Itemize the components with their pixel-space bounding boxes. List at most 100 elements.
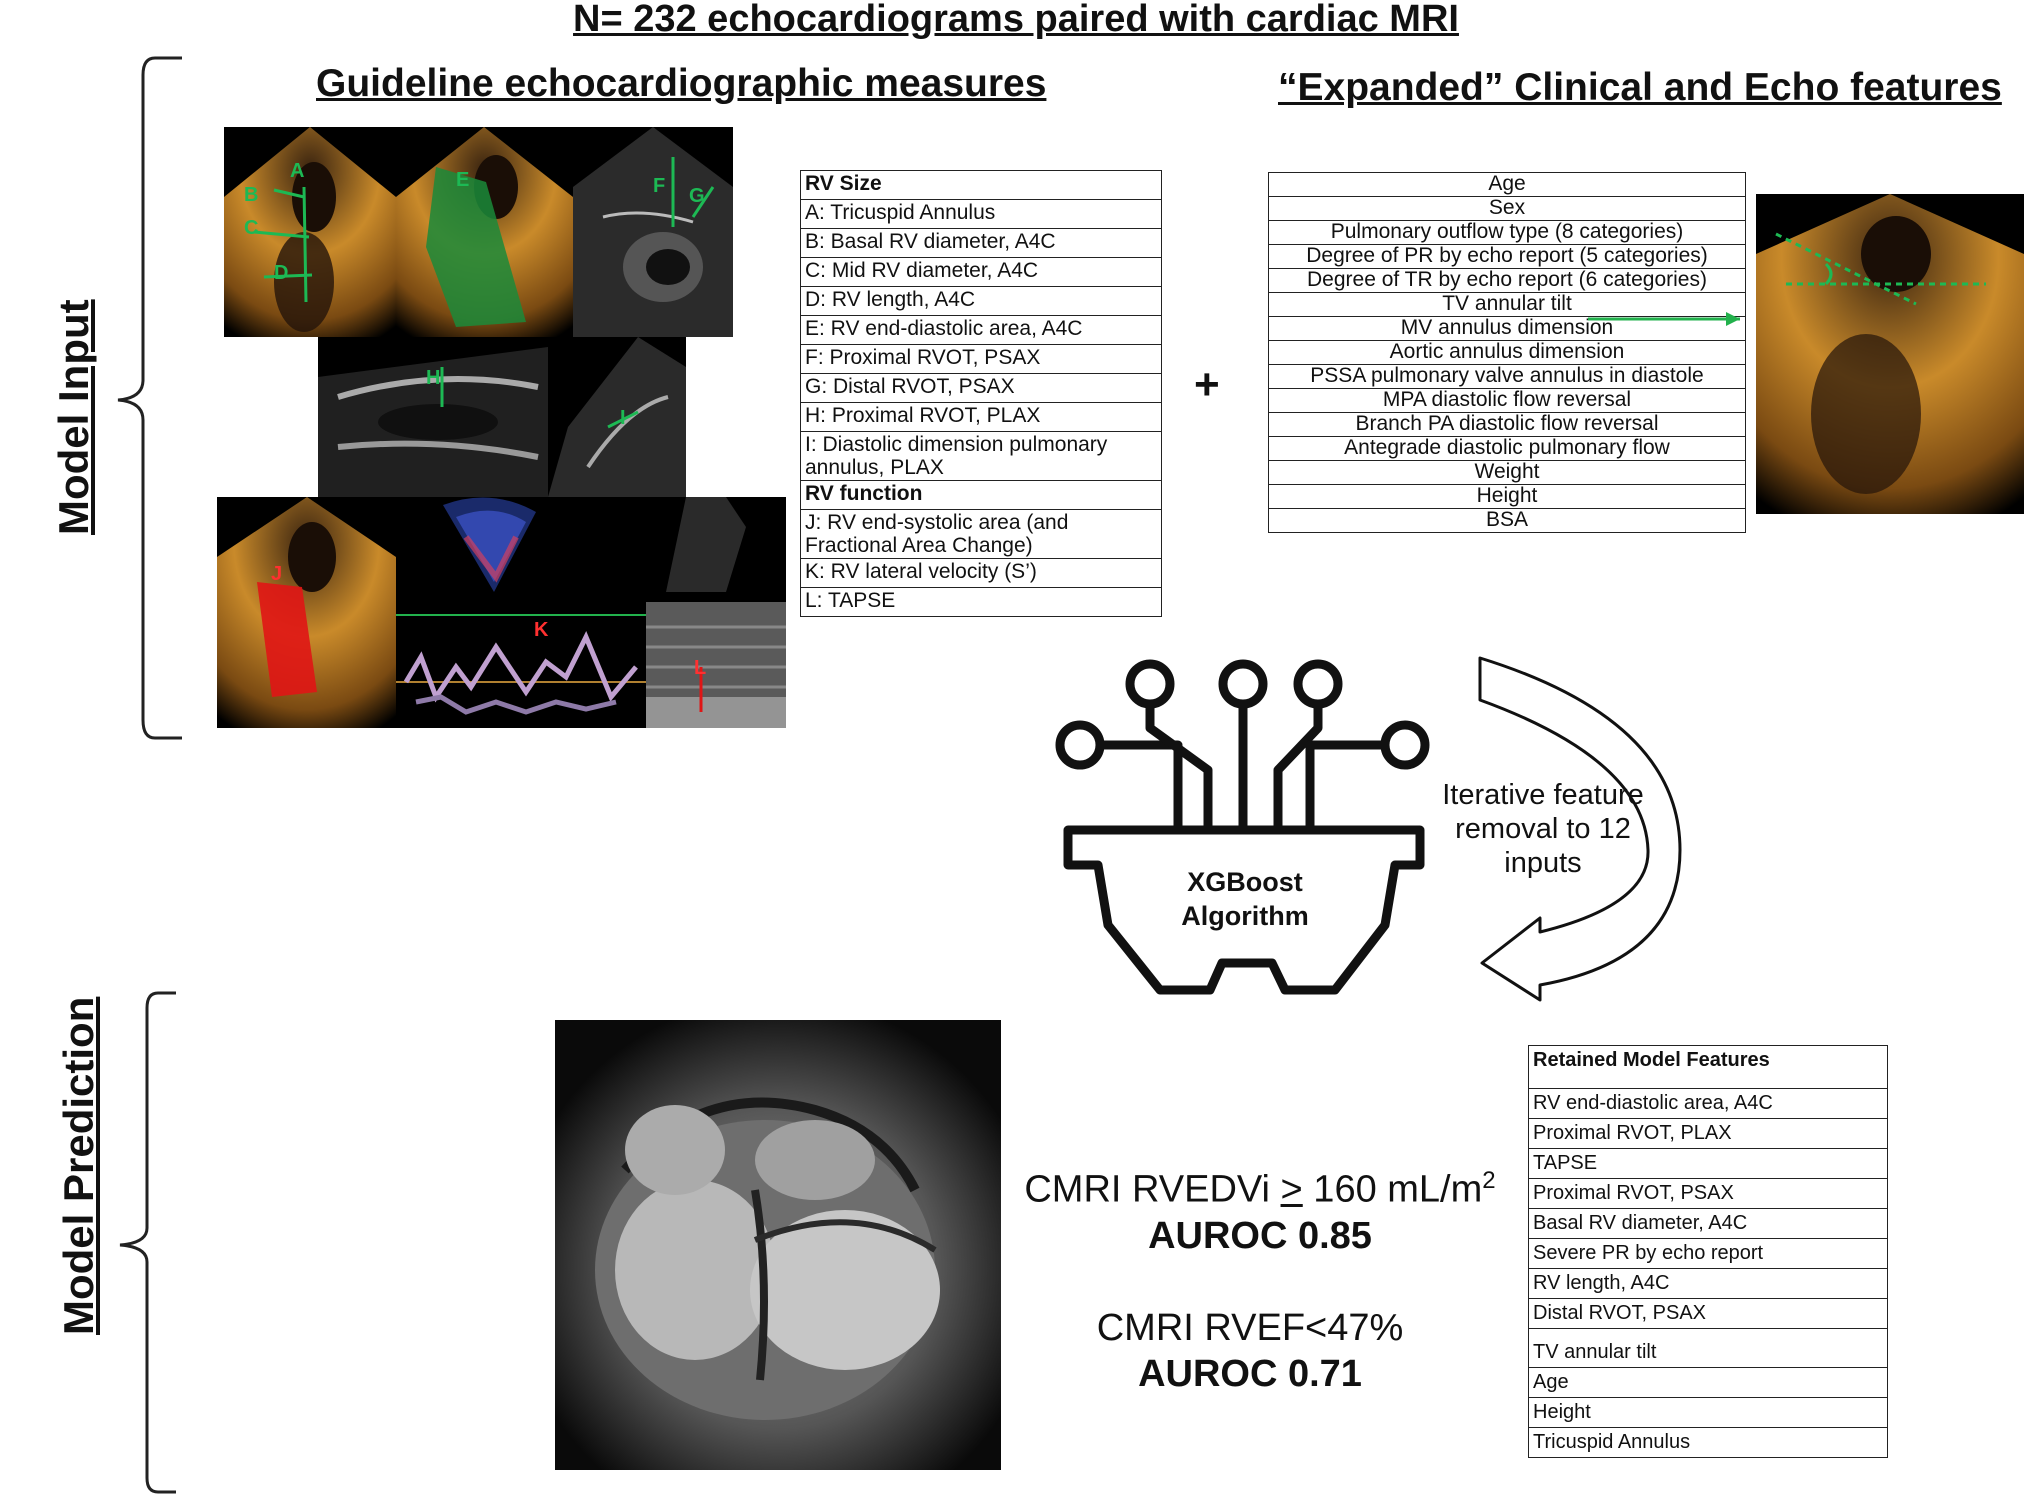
- echo-a4c-e: E: [396, 127, 573, 337]
- expanded-cell: Weight: [1268, 460, 1746, 485]
- rvedvi-sup: 2: [1482, 1167, 1496, 1194]
- echo-a4c-j: J: [217, 497, 396, 728]
- guideline-row: J: RV end-systolic area (and Fractional …: [800, 509, 1162, 559]
- expanded-row: BSA: [1268, 508, 1746, 533]
- retained-cell: RV end-diastolic area, A4C: [1528, 1088, 1888, 1119]
- xgboost-line1: XGBoost: [1187, 867, 1303, 897]
- panel-letter-k: K: [534, 619, 549, 641]
- expanded-row: Branch PA diastolic flow reversal: [1268, 412, 1746, 437]
- retained-cell: Basal RV diameter, A4C: [1528, 1208, 1888, 1239]
- guideline-row: I: Diastolic dimension pulmonary annulus…: [800, 431, 1162, 481]
- expanded-row: Sex: [1268, 196, 1746, 221]
- retained-cell: Tricuspid Annulus: [1528, 1427, 1888, 1458]
- expanded-row: TV annular tilt: [1268, 292, 1746, 317]
- echo-tv-tilt: [1756, 194, 2024, 514]
- model-prediction-brace: [119, 991, 176, 1494]
- panel-letter-i: I: [620, 407, 626, 429]
- expanded-cell: BSA: [1268, 508, 1746, 533]
- guideline-cell: C: Mid RV diameter, A4C: [800, 257, 1162, 287]
- xgboost-line2: Algorithm: [1181, 901, 1309, 931]
- expanded-cell: Pulmonary outflow type (8 categories): [1268, 220, 1746, 245]
- guideline-row: RV Size: [800, 170, 1162, 200]
- rvedvi-ge-symbol: >: [1280, 1168, 1303, 1211]
- expanded-row: MPA diastolic flow reversal: [1268, 388, 1746, 413]
- guideline-section-header: RV Size: [800, 170, 1162, 200]
- guideline-heading: Guideline echocardiographic measures: [316, 62, 1047, 105]
- xgboost-gear-icon: [1055, 659, 1430, 995]
- retained-row: Age: [1528, 1367, 1888, 1398]
- guideline-cell: A: Tricuspid Annulus: [800, 199, 1162, 229]
- expanded-row: Degree of PR by echo report (5 categorie…: [1268, 244, 1746, 269]
- echo-mmode-l: L: [646, 497, 786, 728]
- retained-row: RV end-diastolic area, A4C: [1528, 1088, 1888, 1119]
- retained-header: Retained Model Features: [1528, 1045, 1888, 1089]
- model-input-brace: [117, 56, 182, 740]
- retained-row: TAPSE: [1528, 1148, 1888, 1179]
- retained-cell: Height: [1528, 1397, 1888, 1428]
- retained-cell: TAPSE: [1528, 1148, 1888, 1179]
- echo-plax-i: I: [548, 337, 686, 497]
- guideline-cell: I: Diastolic dimension pulmonary annulus…: [800, 431, 1162, 481]
- iterative-line2: removal to 12: [1455, 813, 1631, 845]
- echo-psax-fg: F G: [573, 127, 733, 337]
- retained-header-row: Retained Model Features: [1528, 1045, 1888, 1089]
- rvedvi-label: CMRI RVEDVi > 160 mL/m2: [1000, 1158, 1520, 1213]
- panel-letter-c: C: [244, 217, 259, 239]
- expanded-cell: Degree of TR by echo report (6 categorie…: [1268, 268, 1746, 293]
- xgboost-label: XGBoost Algorithm: [1140, 865, 1350, 933]
- rvef-auroc: AUROC 0.71: [1138, 1353, 1362, 1395]
- expanded-cell: Sex: [1268, 196, 1746, 221]
- retained-row: TV annular tilt: [1528, 1328, 1888, 1368]
- rvef-label: CMRI RVEF<47%: [1096, 1307, 1404, 1349]
- retained-row: Proximal RVOT, PSAX: [1528, 1178, 1888, 1209]
- guideline-row: H: Proximal RVOT, PLAX: [800, 402, 1162, 432]
- rvef-result: CMRI RVEF<47% AUROC 0.71: [1000, 1305, 1500, 1397]
- expanded-cell: Degree of PR by echo report (5 categorie…: [1268, 244, 1746, 269]
- echo-a4c-abcd: A B C D: [224, 127, 396, 337]
- retained-row: Proximal RVOT, PLAX: [1528, 1118, 1888, 1149]
- expanded-row: Weight: [1268, 460, 1746, 485]
- iterative-line3: inputs: [1504, 847, 1582, 879]
- rvedvi-value: 160 mL/m: [1302, 1168, 1483, 1211]
- iterative-text: Iterative feature removal to 12 inputs: [1418, 778, 1668, 880]
- guideline-row: A: Tricuspid Annulus: [800, 199, 1162, 229]
- guideline-cell: H: Proximal RVOT, PLAX: [800, 402, 1162, 432]
- panel-letter-g: G: [689, 185, 705, 207]
- retained-cell: Severe PR by echo report: [1528, 1238, 1888, 1269]
- guideline-row: D: RV length, A4C: [800, 286, 1162, 316]
- panel-letter-h: H: [426, 367, 441, 389]
- retained-row: Distal RVOT, PSAX: [1528, 1298, 1888, 1329]
- retained-cell: Age: [1528, 1367, 1888, 1398]
- expanded-row: Aortic annulus dimension: [1268, 340, 1746, 365]
- retained-cell: TV annular tilt: [1528, 1328, 1888, 1368]
- guideline-cell: L: TAPSE: [800, 587, 1162, 617]
- guideline-row: F: Proximal RVOT, PSAX: [800, 344, 1162, 374]
- rvedvi-result: CMRI RVEDVi > 160 mL/m2 AUROC 0.85: [1000, 1158, 1520, 1259]
- echo-plax-h: H: [318, 337, 548, 497]
- guideline-cell: D: RV length, A4C: [800, 286, 1162, 316]
- panel-letter-e: E: [456, 169, 470, 191]
- iterative-curved-arrow: [1478, 656, 1682, 1002]
- expanded-cell: Age: [1268, 172, 1746, 197]
- retained-row: Severe PR by echo report: [1528, 1238, 1888, 1269]
- panel-letter-d: D: [274, 262, 289, 284]
- expanded-heading: “Expanded” Clinical and Echo features: [1278, 66, 2002, 109]
- iterative-line1: Iterative feature: [1442, 779, 1644, 811]
- expanded-row: Pulmonary outflow type (8 categories): [1268, 220, 1746, 245]
- expanded-cell: TV annular tilt: [1268, 292, 1746, 317]
- guideline-cell: F: Proximal RVOT, PSAX: [800, 344, 1162, 374]
- retained-features-table: Retained Model Features RV end-diastolic…: [1528, 1045, 1888, 1458]
- rvedvi-auroc: AUROC 0.85: [1148, 1214, 1372, 1257]
- panel-letter-a: A: [290, 160, 305, 182]
- panel-letter-b: B: [244, 184, 259, 206]
- cardiac-mri-image: [555, 1020, 1001, 1470]
- expanded-cell: MPA diastolic flow reversal: [1268, 388, 1746, 413]
- retained-row: Tricuspid Annulus: [1528, 1427, 1888, 1458]
- plus-sign: +: [1194, 360, 1220, 409]
- panel-letter-l: L: [694, 657, 707, 679]
- retained-row: Height: [1528, 1397, 1888, 1428]
- figure-title: N= 232 echocardiograms paired with cardi…: [573, 0, 1459, 40]
